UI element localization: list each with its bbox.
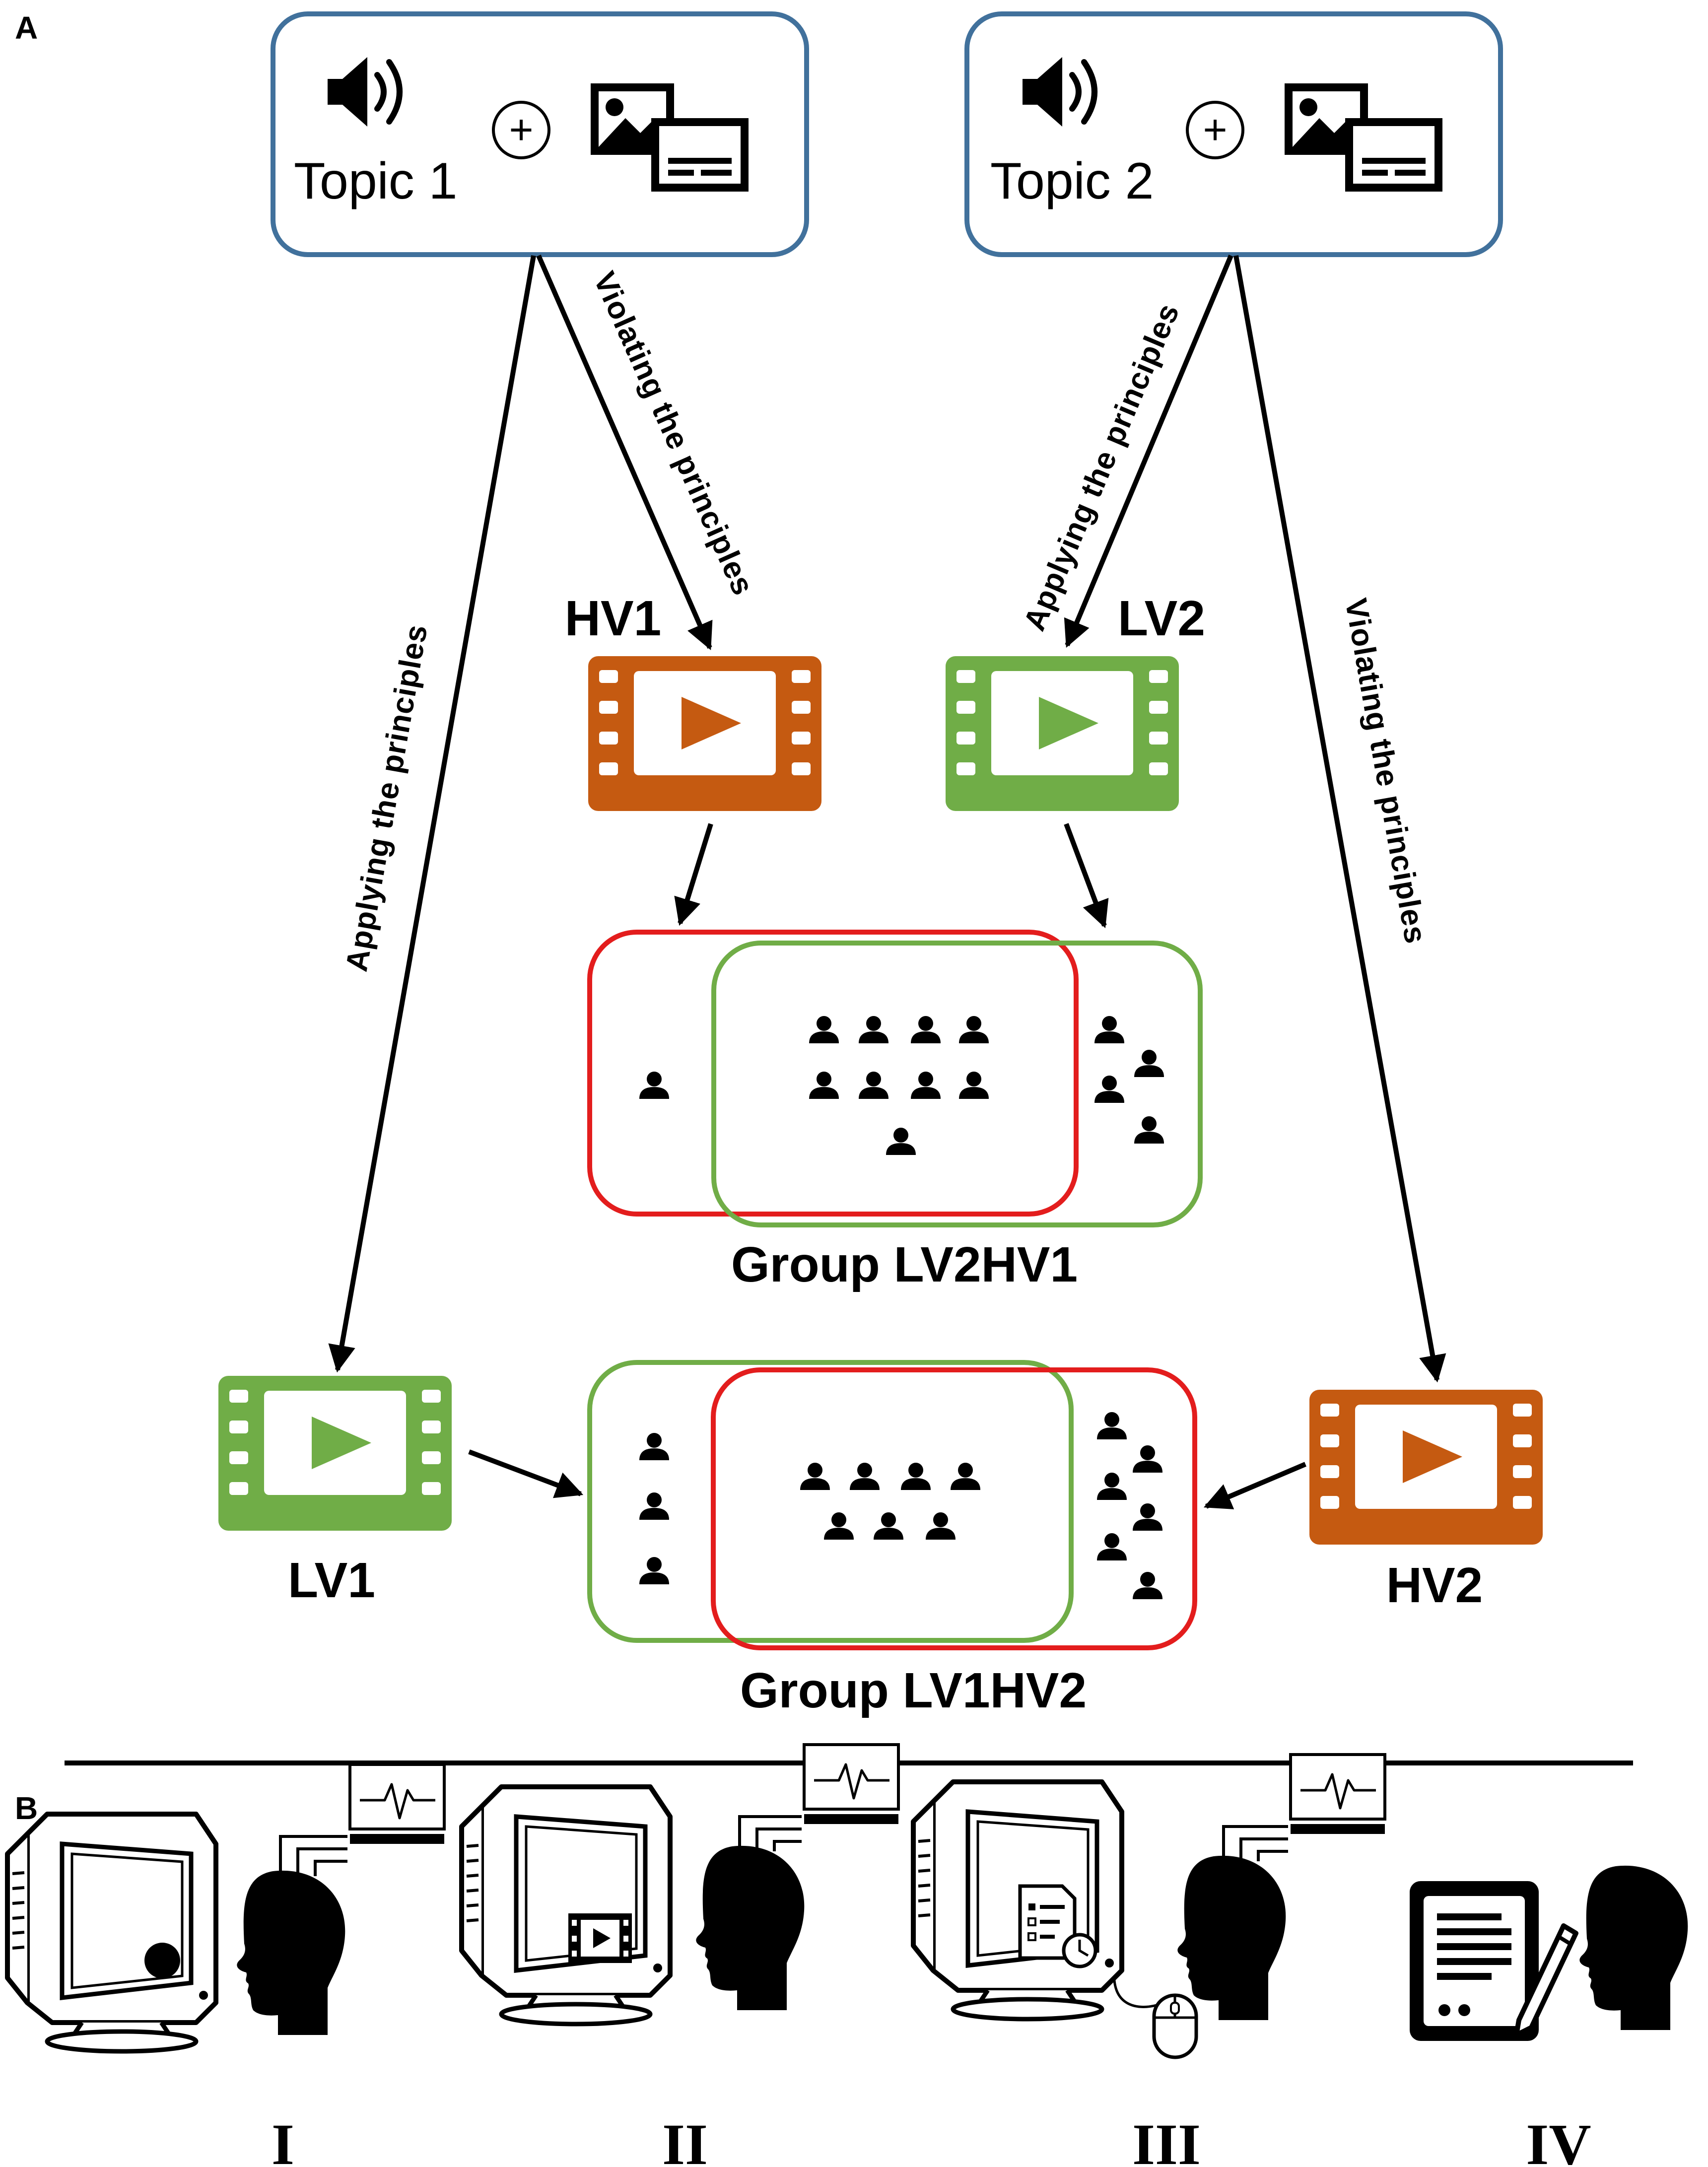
head-icon [1579, 1865, 1688, 2030]
person-icon [1133, 1503, 1162, 1531]
person-icon [800, 1463, 830, 1490]
person-icon [1094, 1016, 1124, 1043]
lv2-frame [711, 941, 1203, 1227]
mouse-icon [1113, 1980, 1198, 2059]
person-icon [1097, 1533, 1127, 1560]
step-iii-label: III [1132, 2112, 1201, 2167]
person-icon [1097, 1473, 1127, 1500]
person-icon [639, 1433, 669, 1460]
head-icon [1177, 1855, 1286, 2020]
plus-circle-icon [1186, 101, 1244, 159]
person-icon [874, 1512, 903, 1540]
person-icon [1133, 1572, 1162, 1599]
hv1-video-icon [588, 656, 821, 811]
group-lv1hv2-label: Group LV1HV2 [740, 1663, 1087, 1718]
eeg-monitor-icon [1291, 1755, 1385, 1834]
topic-2-label: Topic 2 [990, 152, 1154, 210]
arrow-lv2-to-group [1064, 823, 1109, 929]
topic-2-box: + Topic 2 [964, 11, 1503, 257]
head-icon [237, 1870, 345, 2035]
lv2-video-icon [946, 656, 1179, 811]
person-icon [951, 1463, 980, 1490]
lv2-label: LV2 [1118, 591, 1205, 646]
lv1-frame [587, 1360, 1074, 1643]
topic-1-label: Topic 1 [294, 152, 458, 210]
hv1-frame [587, 930, 1079, 1217]
questionnaire-pencil-icon [1410, 1881, 1578, 2041]
person-icon [1134, 1116, 1164, 1144]
person-icon [911, 1016, 941, 1043]
step-ii: II [462, 1745, 898, 2167]
head-icon [696, 1845, 805, 2010]
person-icon [886, 1128, 916, 1155]
person-icon [809, 1072, 839, 1099]
arrow-topic1-to-lv1 [328, 255, 536, 1373]
plus-circle-icon [492, 101, 550, 159]
panel-b-label: B [15, 1790, 38, 1826]
monitor-video-icon [462, 1787, 670, 2024]
hv1-label: HV1 [565, 591, 662, 646]
step-i: I [7, 1764, 444, 2167]
arrow-label-topic1-violating: Violating the principles [587, 267, 760, 601]
topic-arrows [328, 254, 1446, 1383]
eeg-wires [1222, 1825, 1288, 1866]
person-icon [639, 1557, 669, 1584]
arrow-label-topic1-applying: Applying the principles [340, 622, 434, 974]
panel-a-label: A [15, 10, 38, 46]
person-icon [959, 1072, 989, 1099]
person-icon [809, 1016, 839, 1043]
hv2-frame [711, 1367, 1197, 1650]
person-icon [1097, 1412, 1127, 1439]
hv2-video-icon [1309, 1390, 1543, 1545]
plus-sign: + [509, 106, 533, 153]
lv1-label: LV1 [288, 1553, 375, 1608]
arrow-hv1-to-group [674, 823, 713, 926]
group-lv2hv1-label: Group LV2HV1 [731, 1237, 1078, 1292]
group-lv2hv1: Group LV2HV1 [587, 930, 1203, 1292]
arrow-lv1-to-group [468, 1449, 584, 1498]
person-icon [824, 1512, 854, 1540]
arrow-topic1-to-hv1 [536, 254, 713, 651]
person-icon [859, 1016, 888, 1043]
step-iii: III [913, 1755, 1385, 2167]
person-icon [1133, 1445, 1162, 1473]
eeg-wires [279, 1835, 347, 1881]
step-i-label: I [272, 2112, 294, 2167]
person-icon [901, 1463, 931, 1490]
plus-sign: + [1203, 106, 1227, 153]
topic-1-box: + Topic 1 [271, 11, 809, 257]
eeg-monitor-icon [804, 1745, 898, 1824]
arrow-topic2-to-hv2 [1233, 255, 1446, 1383]
person-icon [1134, 1050, 1164, 1077]
person-icon [639, 1492, 669, 1520]
arrow-label-topic2-applying: Applying the principles [1017, 298, 1186, 635]
person-icon [959, 1016, 989, 1043]
eeg-monitor-icon [350, 1764, 444, 1844]
person-icon [639, 1072, 669, 1099]
hv2-label: HV2 [1386, 1558, 1483, 1613]
video-to-group-arrows [468, 823, 1306, 1509]
eeg-wires [738, 1815, 802, 1856]
monitor-test-timer-icon [913, 1782, 1122, 2019]
person-icon [850, 1463, 880, 1490]
person-icon [911, 1072, 941, 1099]
person-icon [859, 1072, 888, 1099]
person-icon [1094, 1076, 1124, 1103]
group-lv1hv2: Group LV1HV2 [587, 1360, 1197, 1718]
arrow-topic2-to-lv2 [1064, 255, 1233, 648]
arrow-hv2-to-group [1203, 1462, 1306, 1509]
step-iv-label: IV [1526, 2112, 1591, 2167]
participants-lv1hv2 [639, 1412, 1162, 1599]
participants-lv2hv1 [639, 1016, 1164, 1155]
person-icon [926, 1512, 956, 1540]
monitor-fixation-dot-icon [7, 1814, 216, 2051]
lv1-video-icon [218, 1376, 452, 1531]
step-ii-label: II [662, 2112, 708, 2167]
step-iv: IV [1410, 1865, 1688, 2167]
